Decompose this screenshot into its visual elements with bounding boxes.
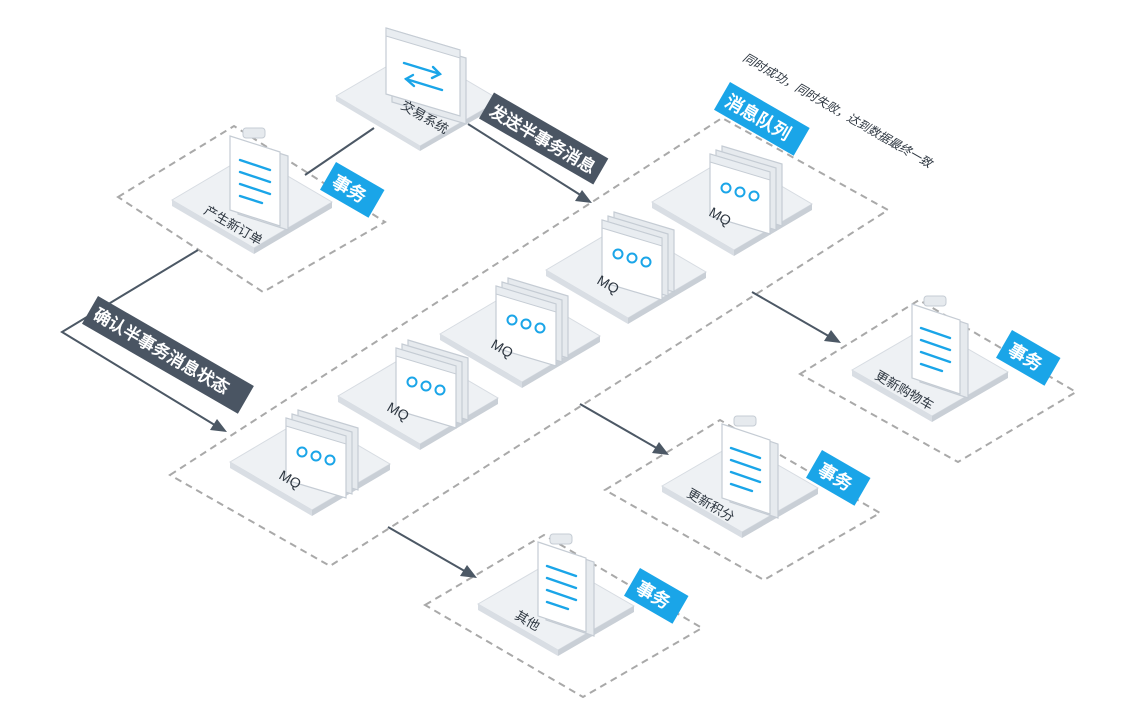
exchange-arrows-icon xyxy=(385,27,467,125)
queue-region-outline xyxy=(168,116,890,568)
message-queue-icon xyxy=(601,211,675,301)
clipboard-document-icon xyxy=(721,415,779,519)
mq-item[interactable]: MQ xyxy=(439,277,601,388)
new-order-node[interactable]: 产生新订单 xyxy=(171,127,333,254)
mq-item[interactable]: MQ xyxy=(545,211,707,324)
confirm-status-label: 确认半事务消息状态 xyxy=(90,304,233,399)
mq-item[interactable]: MQ xyxy=(651,145,813,256)
queue-to-other-arrowhead xyxy=(460,565,477,578)
transaction-to-queue-arrowhead xyxy=(575,190,592,203)
queue-to-points-arrow xyxy=(579,403,661,451)
points-region-outline xyxy=(603,418,882,582)
queue-to-cart-arrowhead xyxy=(824,330,841,343)
transaction-to-order-connector xyxy=(304,127,375,176)
transaction-to-queue-arrow xyxy=(467,123,583,197)
cart-region-outline xyxy=(798,298,1078,464)
confirm-status-arrowhead xyxy=(210,419,227,432)
update-points-node[interactable]: 更新积分 xyxy=(660,415,820,538)
clipboard-document-icon xyxy=(229,127,289,231)
transaction-system-node[interactable]: 交易系统 xyxy=(335,27,501,151)
order-region-outline xyxy=(116,124,387,294)
mq-item[interactable]: MQ xyxy=(337,339,499,450)
clipboard-document-icon xyxy=(537,533,595,637)
message-queue-icon xyxy=(709,145,783,235)
other-node[interactable]: 其他 xyxy=(476,533,636,656)
confirm-status-arrow xyxy=(60,249,219,428)
clipboard-document-icon xyxy=(911,295,969,399)
message-queue-icon xyxy=(495,277,569,367)
message-queue-icon xyxy=(395,339,469,429)
queue-to-cart-arrow xyxy=(751,291,833,339)
points-transaction-tag: 事务 xyxy=(806,450,871,506)
message-queue-icon xyxy=(285,409,359,499)
send-half-message-label: 发送半事务消息 xyxy=(485,100,599,178)
other-region-outline xyxy=(423,533,704,699)
queue-to-other-arrow xyxy=(387,526,469,574)
other-transaction-tag: 事务 xyxy=(624,568,689,624)
mq-item[interactable]: MQ xyxy=(229,409,391,516)
queue-to-points-arrowhead xyxy=(652,442,669,455)
update-cart-node[interactable]: 更新购物车 xyxy=(850,295,1010,422)
